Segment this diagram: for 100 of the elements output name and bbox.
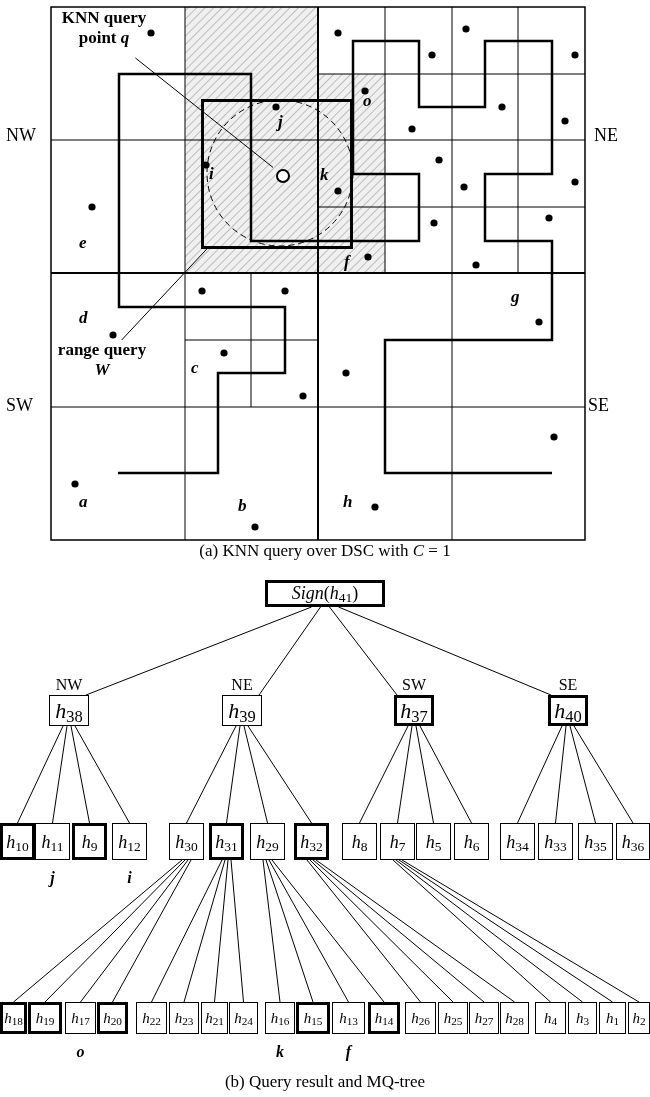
tree-edge [262,859,281,1003]
tree-edge [271,859,385,1003]
tree-node-box: h$_{37}$ [394,695,434,726]
callout-text: KNN query point q [48,8,160,58]
point-label: h [343,493,353,510]
tree-node-box: h$_{30}$ [169,823,204,860]
point-label: d [79,309,88,326]
tree-node-box: h$_{16}$ [265,1002,295,1034]
tree-node-box: h$_{31}$ [209,823,244,860]
quadrant-label: SE [588,396,609,414]
tree-edge [573,725,634,824]
tree-edge [186,725,237,824]
tree-node-box: h$_{8}$ [342,823,377,860]
tree-node-box: h$_{3}$ [568,1002,597,1034]
range-query-rectangle [201,99,353,249]
point-label: e [79,234,87,251]
figure-caption: (b) Query result and MQ-tree [223,1073,427,1090]
point-label: c [191,359,199,376]
tree-node-box: h$_{32}$ [294,823,329,860]
tree-edge [74,725,130,824]
point-label: i [209,165,214,182]
tree-node-box: h$_{9}$ [72,823,107,860]
tree-node-box: h$_{7}$ [380,823,415,860]
tree-node-box: h$_{21}$ [201,1002,228,1034]
point-label: b [238,497,247,514]
tree-edge [569,725,596,824]
point-label: f [344,1044,354,1060]
tree-edge [13,859,183,1003]
tree-edge [306,859,421,1003]
tree-edge [247,725,312,824]
tree-node-box: h$_{36}$ [616,823,650,860]
quadrant-label: NE [594,126,618,144]
tree-node-box: h$_{29}$ [250,823,285,860]
leader-line [121,248,208,341]
tree-node-box: h$_{2}$ [628,1002,650,1034]
tree-node-box: h$_{34}$ [500,823,535,860]
point-label: g [511,288,520,305]
tree-edge [329,606,398,696]
tree-node-box: h$_{18}$ [0,1002,27,1034]
point-label: k [275,1044,285,1060]
figure-caption: (a) KNN query over DSC with C = 1 [198,542,452,559]
tree-node-box: h$_{6}$ [454,823,489,860]
point-label: f [344,253,350,270]
tree-edge [52,725,68,824]
tree-edge [17,725,64,824]
tree-edge [338,606,552,696]
tree-node-box: h$_{14}$ [368,1002,400,1034]
point-label: k [320,166,329,183]
tree-node-box: h$_{35}$ [578,823,613,860]
tree-edge [243,725,268,824]
tree-node-box: h$_{12}$ [112,823,147,860]
quadrant-label: SE [557,677,579,693]
tree-node-box: h$_{28}$ [500,1002,529,1034]
tree-edge [226,725,241,824]
tree-edge [44,859,186,1003]
tree-node-box: h$_{26}$ [405,1002,436,1034]
tree-edge [555,725,567,824]
tree-edge [214,859,229,1003]
tree-node-box: h$_{39}$ [222,695,262,726]
quadrant-label: NE [230,677,254,693]
point-label: i [126,870,133,886]
quadrant-label: SW [401,677,427,693]
tree-node-box: h$_{38}$ [49,695,89,726]
tree-node-box: h$_{1}$ [599,1002,626,1034]
tree-node-box: h$_{15}$ [296,1002,330,1034]
tree-edge [517,725,563,824]
tree-edge [85,606,312,696]
tree-node-box: h$_{25}$ [438,1002,468,1034]
callout-text: range query W [55,340,149,382]
tree-node-box: h$_{33}$ [538,823,573,860]
tree-edge [70,725,90,824]
quadrant-label: NW [6,126,36,144]
tree-node-box: h$_{24}$ [229,1002,258,1034]
tree-edge [230,859,244,1003]
tree-node-box: Sign(h$_{41}$) [265,580,385,607]
tree-node-box: h$_{22}$ [136,1002,167,1034]
tree-edge [312,859,485,1003]
tree-node-box: h$_{13}$ [332,1002,365,1034]
tree-edge [392,859,551,1003]
tree-edge [151,859,223,1003]
quadrant-label: SW [6,396,33,414]
point-label: j [278,113,283,130]
tree-node-box: h$_{17}$ [65,1002,96,1034]
tree-node-box: h$_{27}$ [469,1002,499,1034]
point-label: a [79,493,88,510]
tree-edge [183,859,226,1003]
tree-node-box: h$_{10}$ [0,823,35,860]
tree-node-box: h$_{5}$ [416,823,451,860]
tree-edge [419,725,472,824]
tree-edge [315,859,515,1003]
quadrant-label: NW [54,677,84,693]
tree-edge [395,859,583,1003]
tree-node-box: h$_{40}$ [548,695,588,726]
leader-line [134,57,274,168]
tree-edge [268,859,349,1003]
tree-edge [397,725,413,824]
point-label: o [75,1044,86,1060]
tree-edge [359,725,409,824]
tree-edge [309,859,454,1003]
point-label: j [47,870,56,886]
